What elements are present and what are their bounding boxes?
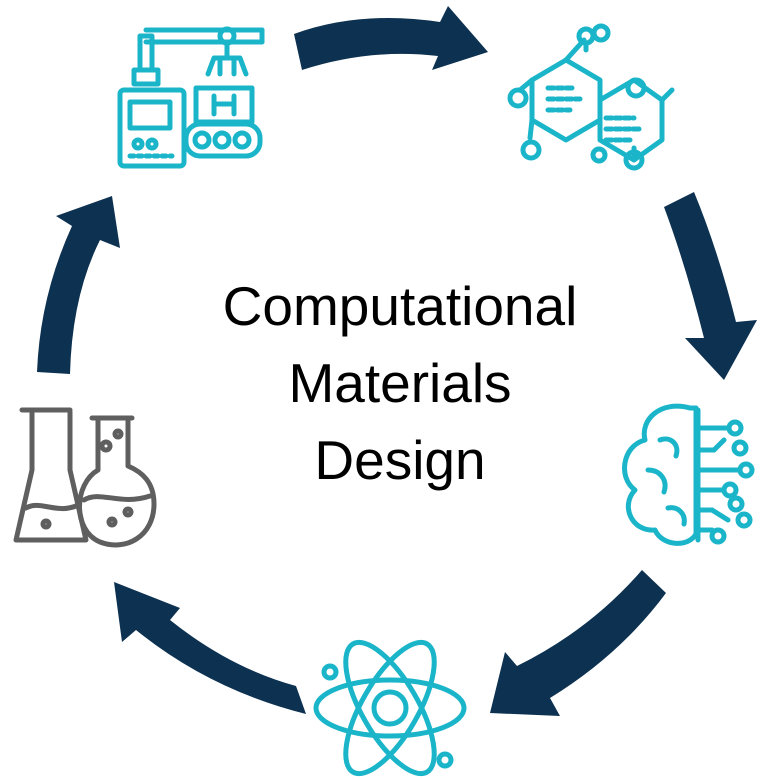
robot-factory-icon xyxy=(117,26,265,169)
atom-icon xyxy=(313,639,467,777)
ai-brain-circuit-icon xyxy=(622,403,755,546)
arrow-flasks-to-factory xyxy=(37,196,120,374)
title-line-1: Computational xyxy=(222,275,578,337)
arrow-molecule-to-brain xyxy=(664,192,757,380)
title-line-2: Materials xyxy=(288,352,512,414)
arrow-atom-to-flasks xyxy=(114,582,306,714)
molecule-network-icon xyxy=(507,23,675,171)
center-title: Computational Materials Design xyxy=(150,268,650,499)
lab-flasks-icon xyxy=(13,407,157,548)
cycle-arrows xyxy=(37,6,757,716)
arrow-brain-to-atom xyxy=(490,570,666,716)
arrow-factory-to-molecule xyxy=(294,6,488,70)
title-line-3: Design xyxy=(314,429,486,491)
